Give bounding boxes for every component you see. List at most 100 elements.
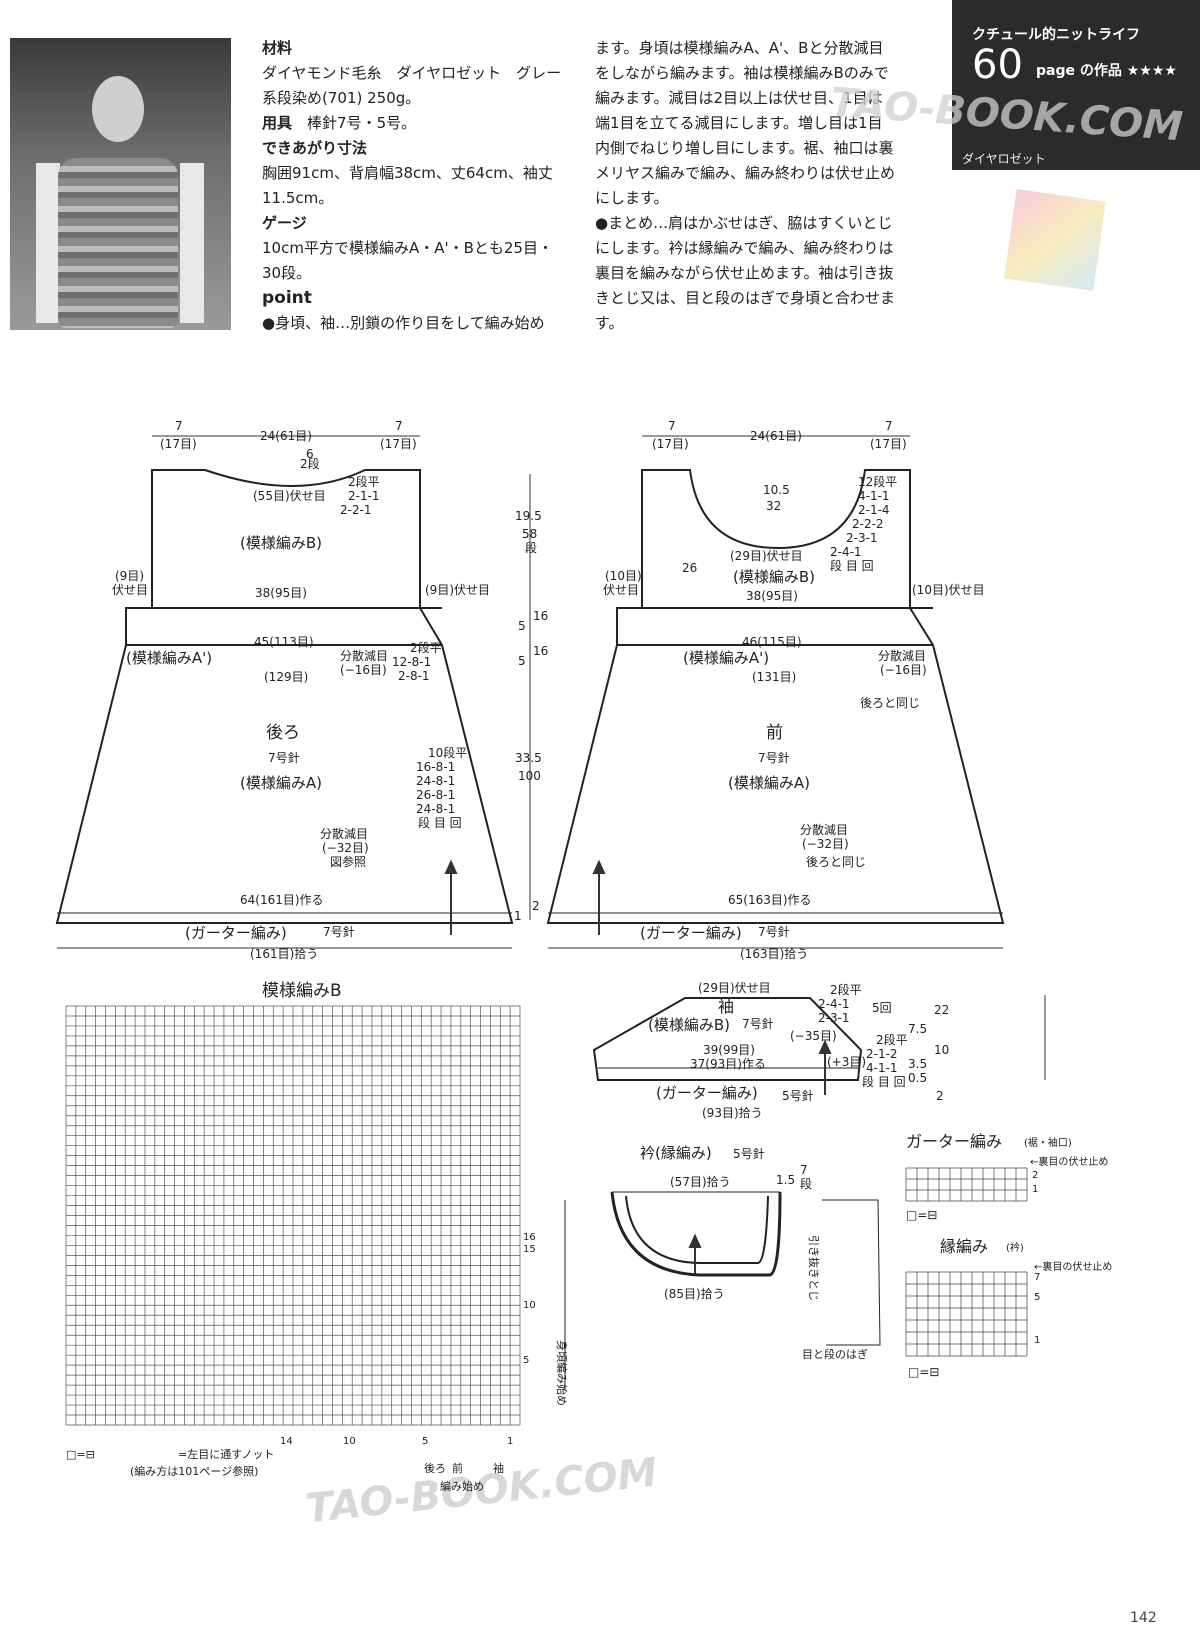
front-neck-t0: 12段平	[858, 474, 897, 489]
sleeve-t2-0: 2段平	[876, 1032, 908, 1047]
front-arm-right: (10目)伏せ目	[912, 583, 985, 597]
sleeve-pick: (93目)拾う	[702, 1105, 763, 1120]
v-16a: 16	[533, 609, 548, 623]
page-ref-suffix: page の作品	[1036, 63, 1122, 79]
back-top-right-sub: (17目)	[380, 437, 417, 451]
brand-label: ダイヤロゼット	[962, 152, 1046, 166]
front-neck-t3: 2-2-2	[852, 517, 884, 531]
back-top-left-sub: (17目)	[160, 437, 197, 451]
v-5a: 5	[518, 619, 526, 633]
collar-needle: 5号針	[733, 1146, 765, 1161]
edge-title: 縁編み	[940, 1237, 988, 1256]
collar-pick85: (85目)拾う	[664, 1286, 725, 1301]
back-top-mid: 24(61目)	[260, 429, 312, 443]
sleeve-bind: (29目)伏せ目	[698, 981, 771, 995]
back-top-right: 7	[395, 419, 403, 433]
back-pattern-b: (模様編みB)	[240, 534, 322, 552]
collar-dan: 段	[800, 1176, 812, 1191]
page-ref-number: 60	[972, 42, 1023, 88]
back-side-t1: 16-8-1	[416, 760, 455, 774]
sleeve-needle: 7号針	[742, 1016, 774, 1031]
back-pattern-a: (模様編みA)	[240, 774, 322, 792]
back-garter: (ガーター編み)	[185, 924, 287, 942]
garter-legend: □=⊟	[906, 1208, 937, 1222]
chart-b-mark-front: 前	[452, 1461, 463, 1475]
garter-note: ←裏目の伏せ止め	[1030, 1155, 1108, 1168]
front-pick: (163目)拾う	[740, 946, 808, 961]
chart-b-row-10: 10	[523, 1300, 536, 1311]
chart-b-legend3: (編み方は101ページ参照)	[130, 1464, 258, 1478]
back-pick: (161目)拾う	[250, 946, 318, 961]
front-dec-label: 分散減目	[878, 648, 926, 663]
v-1: 1	[514, 909, 522, 923]
back-dec-16: (−16目)	[340, 663, 387, 677]
back-pattern-a2: (模様編みA')	[126, 649, 212, 667]
sleeve-garter-needle: 5号針	[782, 1088, 814, 1103]
edge-sub: (衿)	[1006, 1241, 1024, 1254]
back-neck-bind: (55目)伏せ目	[253, 489, 326, 503]
back-title: 後ろ	[266, 723, 300, 743]
materials-column: 材料 ダイヤモンド毛糸 ダイヤロゼット グレー系段染め(701) 250g。 用…	[262, 36, 572, 336]
front-title: 前	[766, 723, 783, 743]
collar-r7: 7	[800, 1163, 808, 1177]
back-width-129: (129目)	[264, 670, 308, 684]
front-width-131: (131目)	[752, 670, 796, 684]
v-dan: 段	[525, 540, 537, 555]
back-top-left: 7	[175, 419, 183, 433]
chart-b-row-16: 16	[523, 1232, 536, 1243]
tools-heading: 用具	[262, 114, 293, 132]
front-width-46: 46(115目)	[742, 635, 802, 649]
front-arm-left: (10目)	[605, 569, 642, 583]
sleeve-garter: (ガーター編み)	[656, 1084, 758, 1102]
collar-pick57: (57目)拾う	[670, 1174, 731, 1189]
front-neck-t2: 2-1-4	[858, 503, 890, 517]
sleeve-t2-1: 2-1-2	[866, 1047, 898, 1061]
sleeve-dec: (−35目)	[790, 1029, 837, 1043]
v-16b: 16	[533, 644, 548, 658]
collar-outline	[564, 1191, 881, 1390]
chart-b-start: 編み始め	[440, 1479, 484, 1493]
gauge-text: 10cm平方で模様編みA・A'・Bとも25目・30段。	[262, 239, 553, 282]
series-title: クチュール的ニットライフ	[972, 27, 1140, 43]
back-side-t3: 26-8-1	[416, 788, 455, 802]
back-width-45: 45(113目)	[254, 635, 314, 649]
sleeve-t1-1: 2-4-1	[818, 997, 850, 1011]
back-dec32: 分散減目	[320, 826, 368, 841]
sleeve-title: 袖	[718, 997, 734, 1016]
sleeve-w37: 37(93目)作る	[690, 1057, 766, 1071]
chart-b-legend1: □=⊟	[66, 1448, 95, 1461]
model-head	[92, 76, 144, 142]
chart-b-legend2: =左目に通すノット	[178, 1448, 274, 1461]
back-cast: 64(161目)作る	[240, 893, 324, 907]
back-dec-t1: 12-8-1	[392, 655, 431, 669]
back-side-t0: 10段平	[428, 745, 467, 760]
size-heading: できあがり寸法	[262, 139, 368, 157]
v-100: 100	[518, 769, 541, 783]
v-335: 33.5	[515, 751, 542, 765]
back-side-t4: 24-8-1	[416, 802, 455, 816]
sleeve-w39: 39(99目)	[703, 1043, 755, 1057]
sleeve-h22: 22	[934, 1003, 949, 1017]
front-neck-depth: 10.5	[763, 483, 790, 497]
point-heading: point	[262, 288, 312, 308]
chart-b-grid	[65, 1005, 521, 1426]
sleeve-t1-0: 2段平	[830, 982, 862, 997]
sleeve-outline	[592, 997, 863, 1081]
back-neck-t1: 2-1-1	[348, 489, 380, 503]
edge-row-7: 7	[1034, 1272, 1040, 1283]
back-garter-needle: 7号針	[323, 924, 355, 939]
sleeve-h10: 10	[934, 1043, 949, 1057]
front-pattern-a2: (模様編みA')	[683, 649, 769, 667]
back-neck-t0: 2段平	[348, 474, 380, 489]
front-pattern-a: (模様編みA)	[728, 774, 810, 792]
v-195: 19.5	[515, 509, 542, 523]
left-sleeve	[36, 163, 60, 323]
edge-note: ←裏目の伏せ止め	[1034, 1260, 1112, 1273]
front-garter-needle: 7号針	[758, 924, 790, 939]
front-neck-t6: 段 目 回	[830, 558, 874, 573]
chart-b-row-5: 5	[523, 1355, 529, 1366]
back-arm-left2: 伏せ目	[112, 583, 148, 597]
front-same: 後ろと同じ	[860, 696, 920, 710]
point-text: ●身頃、袖…別鎖の作り目をして編み始め	[262, 314, 545, 332]
sweater-image	[58, 158, 178, 328]
